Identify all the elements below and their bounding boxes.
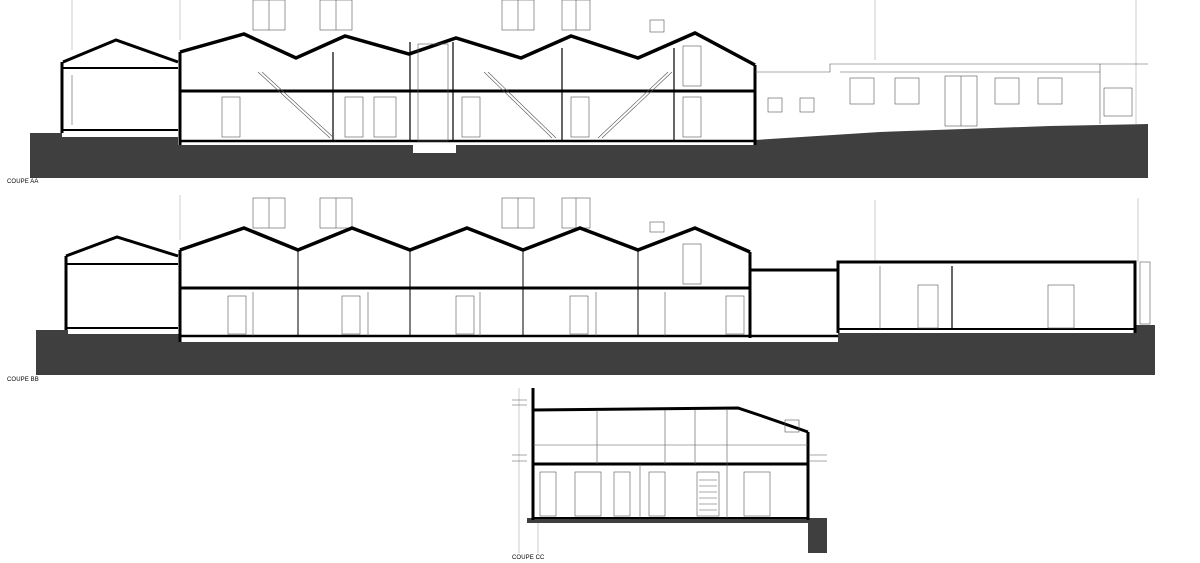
section-aa-label: COUPE AA <box>7 179 39 185</box>
section-aa-drawing <box>30 0 1148 178</box>
section-cc-label: COUPE CC <box>512 555 545 561</box>
section-cc-drawing <box>512 388 827 553</box>
section-bb-drawing <box>36 195 1155 375</box>
section-bb-ground <box>36 325 1155 375</box>
section-bb-label: COUPE BB <box>7 377 39 383</box>
section-cc-ground <box>527 518 827 553</box>
section-aa-ground <box>30 124 1148 178</box>
